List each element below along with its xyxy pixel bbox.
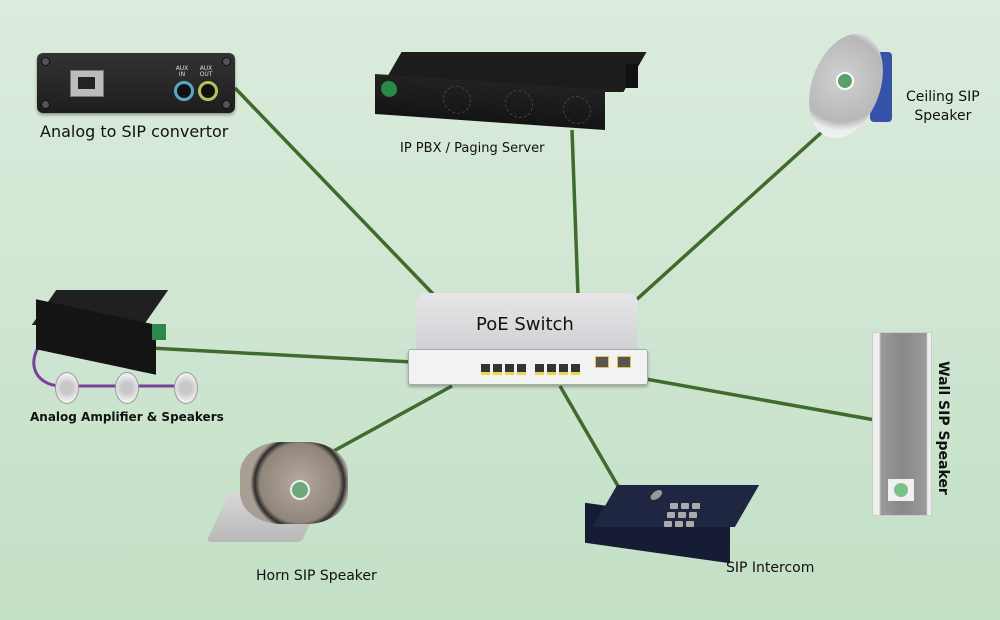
label-line: Ceiling SIP — [906, 89, 980, 105]
horn-speaker-label: Horn SIP Speaker — [256, 568, 377, 584]
logo-icon — [888, 479, 914, 501]
keypad-key — [670, 503, 678, 509]
fan-icon — [443, 84, 471, 115]
poe-switch-label: PoE Switch — [476, 314, 574, 335]
link-ip-pbx — [570, 129, 580, 297]
screw-icon — [222, 100, 231, 109]
analog-to-sip-label: Analog to SIP convertor — [40, 122, 229, 141]
ethernet-port-icon — [535, 364, 544, 375]
logo-icon — [290, 480, 310, 500]
link-analog-amp — [149, 346, 413, 364]
ethernet-port-icon — [481, 364, 490, 375]
link-sip-intercom — [558, 385, 624, 494]
keypad-key — [689, 512, 697, 518]
keypad-key — [678, 512, 686, 518]
aux-in-label: AUX IN — [175, 65, 189, 78]
sip-intercom-device — [585, 485, 760, 564]
keypad-key — [686, 521, 694, 527]
fan-icon — [563, 95, 591, 126]
link-ceiling-speaker — [623, 130, 824, 312]
ethernet-port-icon — [70, 70, 104, 97]
aux-out-label: AUX OUT — [199, 65, 213, 78]
label-line: Speaker — [914, 108, 972, 124]
analog-speaker-icon — [55, 372, 79, 404]
ceiling-speaker-device — [795, 23, 897, 149]
analog-speaker-icon — [115, 372, 139, 404]
horn-speaker-device — [206, 442, 348, 552]
ethernet-port-icon — [547, 364, 556, 375]
sip-intercom-label: SIP Intercom — [726, 560, 815, 576]
logo-icon — [836, 72, 854, 90]
analog-amplifier-device — [31, 290, 169, 375]
ethernet-port-icon — [517, 364, 526, 375]
analog-to-sip-device: AUX IN AUX OUT — [37, 53, 235, 113]
ethernet-port-icon — [571, 364, 580, 375]
wall-speaker-label: Wall SIP Speaker — [934, 361, 951, 495]
keypad-key — [675, 521, 683, 527]
logo-icon — [381, 80, 397, 98]
link-analog-to-sip — [233, 86, 437, 298]
ip-pbx-device — [375, 52, 647, 131]
aux-in-jack-icon — [174, 81, 194, 101]
switch-front-panel — [408, 349, 648, 385]
sfp-port-icon — [595, 356, 609, 368]
sfp-port-icon — [617, 356, 631, 368]
wall-speaker-device — [872, 332, 932, 516]
link-wall-speaker — [639, 376, 876, 422]
keypad-key — [664, 521, 672, 527]
ethernet-port-icon — [559, 364, 568, 375]
ip-pbx-label: IP PBX / Paging Server — [400, 141, 545, 156]
call-button-icon — [648, 490, 665, 500]
screw-icon — [222, 57, 231, 66]
ethernet-port-icon — [493, 364, 502, 375]
keypad-key — [667, 512, 675, 518]
keypad-key — [681, 503, 689, 509]
aux-out-jack-icon — [198, 81, 218, 101]
terminal-block-icon — [152, 324, 166, 340]
link-horn-speaker — [329, 384, 453, 455]
analog-amp-label: Analog Amplifier & Speakers — [30, 410, 224, 424]
rack-ear — [626, 64, 638, 88]
ceiling-speaker-label: Ceiling SIP Speaker — [906, 88, 980, 126]
poe-switch-device — [408, 293, 648, 385]
ethernet-port-icon — [505, 364, 514, 375]
keypad-key — [692, 503, 700, 509]
analog-speaker-icon — [174, 372, 198, 404]
screw-icon — [41, 57, 50, 66]
fan-icon — [505, 89, 533, 120]
screw-icon — [41, 100, 50, 109]
switch-top — [416, 293, 638, 353]
